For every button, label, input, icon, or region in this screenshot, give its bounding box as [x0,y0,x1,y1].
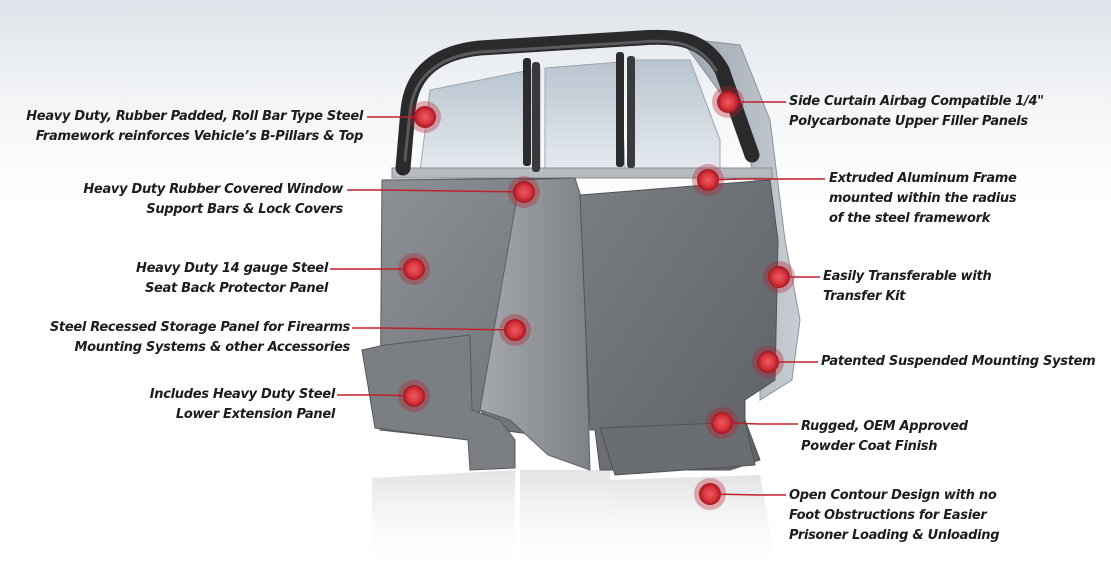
marker-airbag [712,86,744,118]
marker-storage [499,314,531,346]
callout-line: Rugged, OEM Approved [801,419,968,434]
marker-powder [706,407,738,439]
floor-reflection [372,470,775,578]
callout-line: Lower Extension Panel [175,407,335,422]
callout-line: Patented Suspended Mounting System [821,354,1096,369]
callout-markers [398,86,795,510]
roll-bar-highlight [403,39,718,162]
callout-line: Heavy Duty Rubber Covered Window [83,182,343,197]
upper-window-glass [419,59,721,173]
marker-contour [694,478,726,510]
callout-line: Heavy Duty, Rubber Padded, Roll Bar Type… [26,109,363,124]
callout-powder: Rugged, OEM Approved Powder Coat Finish [801,417,968,457]
callout-line: Foot Obstructions for Easier [789,508,987,523]
callout-line: Powder Coat Finish [801,439,938,454]
right-partition-panel [579,179,779,471]
callout-line: Easily Transferable with [823,269,992,284]
callout-airbag: Side Curtain Airbag Compatible 1/4" Poly… [789,92,1044,132]
callout-line: Side Curtain Airbag Compatible 1/4" [789,94,1044,109]
marker-seat-back [398,253,430,285]
right-foot-panel [599,421,756,476]
callout-line: Steel Recessed Storage Panel for Firearm… [49,320,350,335]
callout-line: of the steel framework [829,211,991,226]
callout-line: Heavy Duty 14 gauge Steel [136,261,328,276]
callout-line: Prisoner Loading & Unloading [789,528,1000,543]
marker-lower-ext [398,380,430,412]
callout-line: Includes Heavy Duty Steel [149,387,336,402]
roll-bar [395,29,760,176]
callout-seat-back: Heavy Duty 14 gauge Steel Seat Back Prot… [136,259,328,299]
callout-line: mounted within the radius [829,191,1017,206]
callout-storage: Steel Recessed Storage Panel for Firearm… [50,318,350,358]
callout-line: Transfer Kit [823,289,906,304]
callout-lower-ext: Includes Heavy Duty Steel Lower Extensio… [149,385,336,425]
storage-panel [479,177,591,471]
marker-suspended [752,346,784,378]
callout-leader-lines [330,101,825,496]
callout-line: Framework reinforces Vehicle’s B-Pillars… [35,129,364,144]
callout-roll-bar: Heavy Duty, Rubber Padded, Roll Bar Type… [26,107,363,147]
aluminum-frame-rail [391,167,773,179]
callout-line: Polycarbonate Upper Filler Panels [789,114,1028,129]
callout-transfer: Easily Transferable with Transfer Kit [823,267,992,307]
callout-window-bars: Heavy Duty Rubber Covered Window Support… [83,180,343,220]
marker-alu-frame [692,164,724,196]
callout-line: Mounting Systems & other Accessories [74,340,351,355]
callout-contour: Open Contour Design with no Foot Obstruc… [789,486,1000,546]
callout-suspended: Patented Suspended Mounting System [821,352,1096,372]
lower-extension-panel [361,334,516,471]
window-support-bars [523,52,635,172]
callout-alu-frame: Extruded Aluminum Frame mounted within t… [829,169,1017,229]
marker-window-bars [508,176,540,208]
callout-line: Seat Back Protector Panel [144,281,328,296]
marker-transfer [763,261,795,293]
callout-line: Open Contour Design with no [789,488,997,503]
marker-roll-bar [409,101,441,133]
callout-line: Extruded Aluminum Frame [829,171,1017,186]
callout-line: Support Bars & Lock Covers [146,202,343,217]
